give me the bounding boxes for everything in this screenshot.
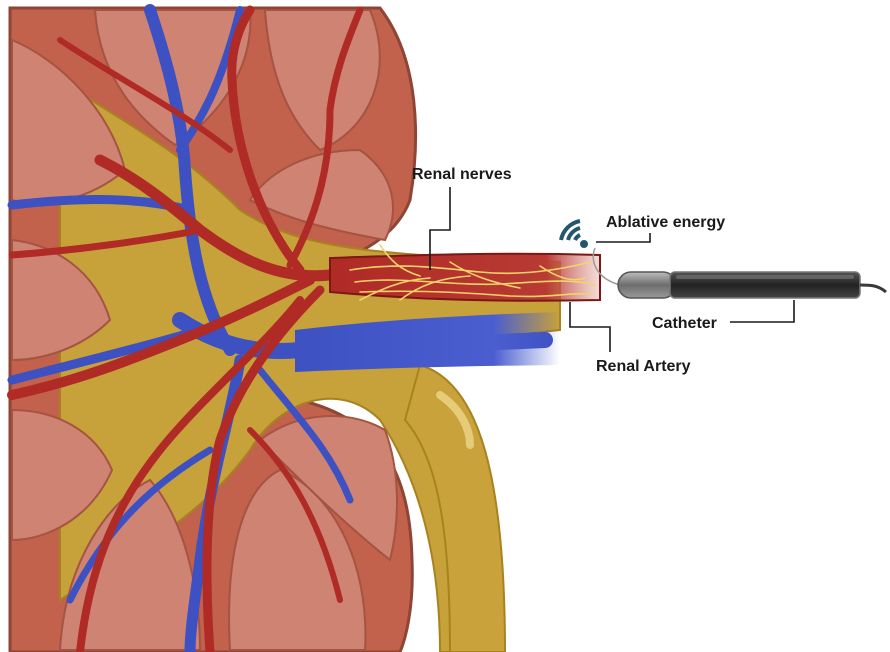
catheter-cable — [860, 285, 886, 292]
leader-renal-artery — [570, 302, 610, 352]
wifi-signal-icon — [561, 221, 588, 248]
catheter-highlight — [676, 275, 854, 279]
label-renal-nerves: Renal nerves — [412, 166, 512, 183]
label-catheter: Catheter — [652, 315, 717, 332]
catheter — [593, 248, 886, 298]
leader-ablative-energy — [596, 233, 650, 242]
label-ablative-energy: Ablative energy — [606, 214, 725, 231]
leader-catheter — [730, 300, 794, 322]
kidney — [10, 8, 600, 652]
catheter-tip — [618, 272, 676, 298]
label-renal-artery: Renal Artery — [596, 358, 691, 375]
